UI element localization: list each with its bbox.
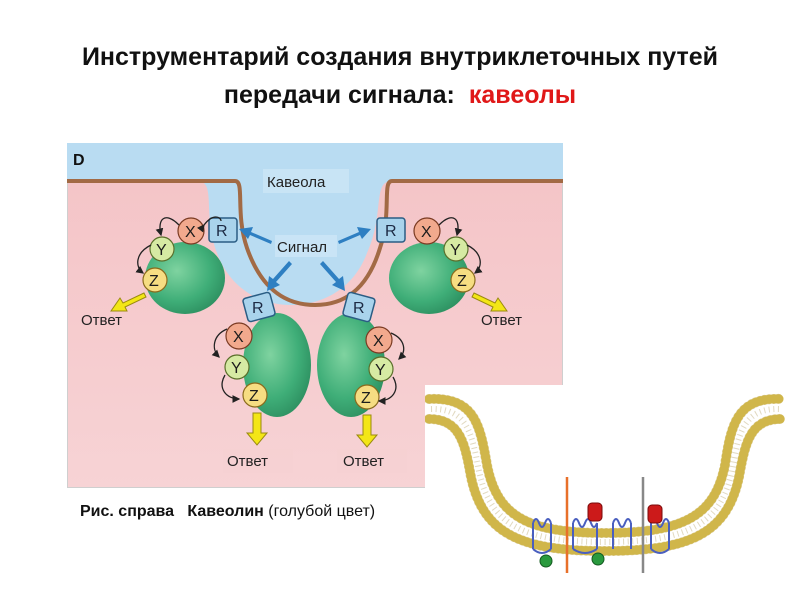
receptor-r-label: R bbox=[385, 223, 397, 240]
response-label: Ответ bbox=[481, 312, 522, 329]
caveolin-membrane-figure bbox=[425, 385, 785, 575]
page-title: Инструментарий создания внутриклеточных … bbox=[0, 38, 800, 114]
receptor-r bbox=[208, 217, 238, 243]
node-x bbox=[225, 322, 253, 350]
node-z bbox=[142, 267, 168, 293]
node-x bbox=[365, 326, 393, 354]
figure-caption: Рис. справа Кавеолин (голубой цвет) bbox=[80, 503, 375, 521]
blue-arrow-lower-right bbox=[320, 261, 345, 291]
title-line-2: передачи сигнала: кавеолы bbox=[0, 76, 800, 114]
caption-note: (голубой цвет) bbox=[268, 503, 376, 520]
yellow-arrow bbox=[245, 412, 269, 446]
caption-term: Кавеолин bbox=[187, 503, 264, 520]
receptor-r-label: R bbox=[353, 300, 365, 317]
response-label: Ответ bbox=[81, 312, 122, 329]
node-x bbox=[413, 217, 441, 245]
node-y-label: Y bbox=[231, 360, 242, 377]
node-z bbox=[354, 384, 380, 410]
node-y bbox=[443, 236, 469, 262]
signal-label-bg bbox=[275, 235, 337, 257]
curved-arrow bbox=[466, 244, 483, 274]
node-z bbox=[242, 382, 268, 408]
receptor-r bbox=[342, 291, 376, 323]
response-label: Ответ bbox=[343, 453, 384, 470]
node-z-label: Z bbox=[457, 273, 467, 290]
node-y-label: Y bbox=[375, 362, 386, 379]
lipid-bilayer bbox=[429, 399, 781, 551]
response-label: Ответ bbox=[227, 453, 268, 470]
curved-arrow bbox=[221, 374, 241, 403]
node-y bbox=[224, 354, 250, 380]
caveola-signaling-diagram: D Кавеола Сигнал R X Y Z Ответ R X Y bbox=[67, 143, 563, 488]
receptor-r-label: R bbox=[252, 300, 264, 317]
title-line-2-text: передачи сигнала: bbox=[223, 81, 455, 109]
caveola-label-bg bbox=[263, 169, 349, 193]
node-y-label: Y bbox=[156, 242, 167, 259]
node-x-label: X bbox=[185, 224, 196, 241]
blue-arrow-lower-left bbox=[267, 261, 292, 291]
caveola-label: Кавеола bbox=[267, 174, 326, 191]
curved-arrow bbox=[377, 376, 397, 405]
receptor-r bbox=[376, 217, 406, 243]
receptor-r-label: R bbox=[216, 223, 228, 240]
caveolin-coils bbox=[532, 518, 670, 554]
node-y bbox=[368, 356, 394, 382]
scaffold-protein bbox=[389, 242, 469, 314]
complex-top-right: R X Y Z Ответ bbox=[376, 217, 522, 329]
response-label-bg bbox=[337, 449, 407, 473]
node-z-label: Z bbox=[249, 388, 259, 405]
curved-arrow bbox=[211, 328, 228, 358]
curved-arrow bbox=[135, 244, 152, 274]
complex-bottom-right: R X Y Z Ответ bbox=[317, 291, 407, 473]
title-accent: кавеолы bbox=[468, 81, 577, 109]
curved-arrow bbox=[390, 332, 407, 360]
blue-arrow-upper-left bbox=[239, 227, 272, 244]
signal-arrows bbox=[239, 227, 371, 291]
extracellular-space bbox=[67, 143, 563, 305]
panel-letter: D bbox=[73, 152, 85, 169]
response-label-bg bbox=[223, 449, 293, 473]
node-x-label: X bbox=[373, 333, 384, 350]
node-z bbox=[450, 267, 476, 293]
curved-arrow bbox=[438, 217, 463, 237]
red-proteins bbox=[587, 502, 663, 524]
blue-arrow-upper-right bbox=[338, 227, 371, 244]
node-x-label: X bbox=[421, 224, 432, 241]
green-proteins bbox=[539, 552, 605, 568]
node-x-label: X bbox=[233, 329, 244, 346]
yellow-arrow bbox=[355, 414, 379, 448]
node-z-label: Z bbox=[149, 273, 159, 290]
node-y-label: Y bbox=[450, 242, 461, 259]
yellow-arrow bbox=[471, 292, 508, 312]
yellow-arrow bbox=[110, 292, 147, 312]
curved-arrow bbox=[196, 216, 222, 233]
curved-arrow bbox=[155, 217, 180, 237]
title-line-1: Инструментарий создания внутриклеточных … bbox=[81, 43, 719, 71]
complex-bottom-left: R X Y Z Ответ bbox=[211, 291, 311, 473]
node-y bbox=[149, 236, 175, 262]
receptor-r bbox=[242, 291, 276, 323]
node-z-label: Z bbox=[361, 390, 371, 407]
complex-top-left: R X Y Z Ответ bbox=[81, 216, 238, 329]
caption-prefix: Рис. справа bbox=[80, 503, 175, 520]
signal-label: Сигнал bbox=[277, 239, 327, 256]
